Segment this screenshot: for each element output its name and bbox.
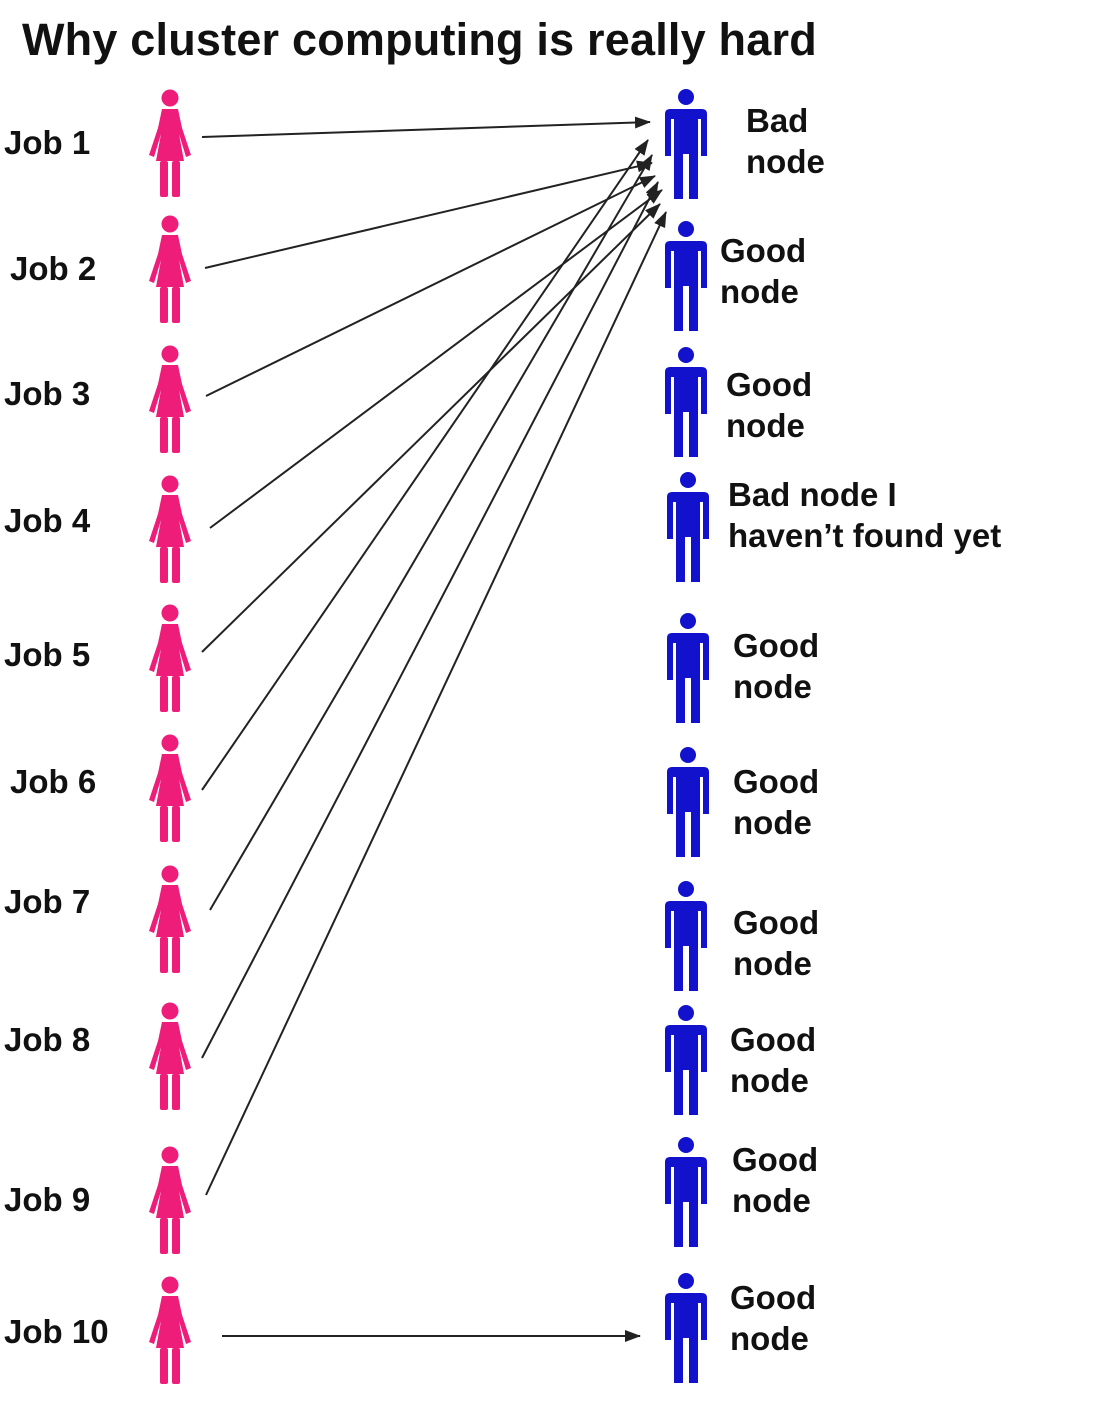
job-label-1: Job 1	[4, 124, 91, 161]
diagram-title: Why cluster computing is really hard	[22, 14, 817, 65]
job-label-9: Job 9	[4, 1181, 91, 1218]
arrow-job8-to-node1	[201, 181, 659, 1059]
job-label-3: Job 3	[4, 375, 91, 412]
man-icon	[665, 347, 707, 457]
man-icon	[665, 221, 707, 331]
man-icon	[667, 747, 709, 857]
job-label-2: Job 2	[10, 250, 97, 287]
job-label-4: Job 4	[4, 502, 91, 539]
arrow-job1-to-node1	[201, 116, 651, 138]
man-icon	[665, 1273, 707, 1383]
man-icon	[665, 1137, 707, 1247]
man-icon	[667, 472, 709, 582]
woman-icon	[149, 215, 191, 323]
arrow-job7-to-node1	[209, 154, 653, 911]
job-label-7: Job 7	[4, 883, 91, 920]
man-icon	[665, 89, 707, 199]
arrow-job3-to-node1	[205, 175, 656, 397]
woman-icon	[149, 345, 191, 453]
woman-icon	[149, 89, 191, 197]
woman-icon	[149, 865, 191, 973]
arrow-job4-to-node1	[209, 189, 663, 529]
job-label-8: Job 8	[4, 1021, 91, 1058]
arrow-job5-to-node1	[201, 203, 661, 653]
man-icon	[667, 613, 709, 723]
man-icon	[665, 1005, 707, 1115]
woman-icon	[149, 734, 191, 842]
job-label-10: Job 10	[4, 1313, 109, 1350]
job-label-6: Job 6	[10, 763, 97, 800]
woman-icon	[149, 1146, 191, 1254]
arrow-job9-to-node1	[205, 211, 667, 1196]
arrow-job6-to-node1	[201, 139, 649, 791]
arrow-job2-to-node1	[204, 160, 653, 269]
man-icon	[665, 881, 707, 991]
woman-icon	[149, 604, 191, 712]
woman-icon	[149, 1276, 191, 1384]
job-label-5: Job 5	[4, 636, 91, 673]
woman-icon	[149, 475, 191, 583]
woman-icon	[149, 1002, 191, 1110]
